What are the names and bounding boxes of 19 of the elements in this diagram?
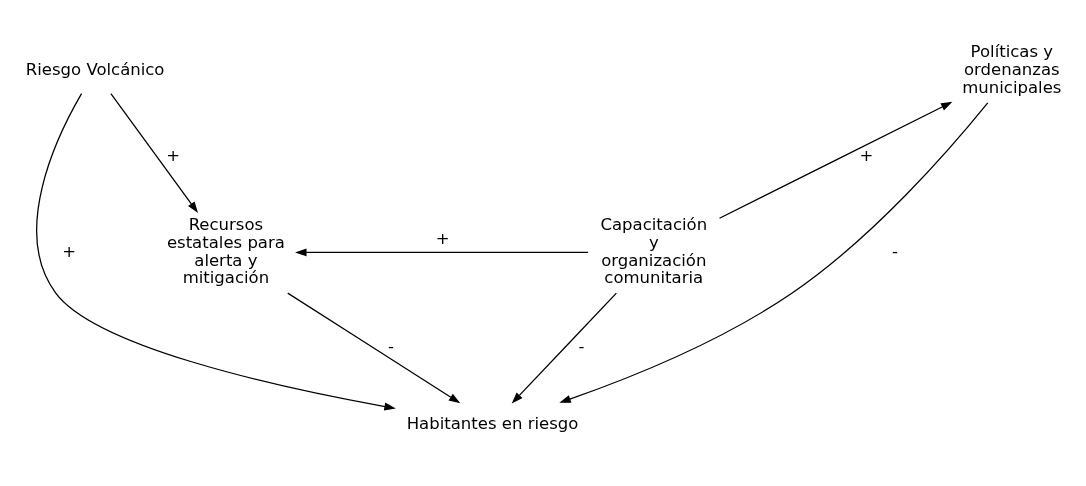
edge-label: + <box>435 228 450 248</box>
edge-label: - <box>578 336 585 356</box>
arrow <box>559 101 989 403</box>
arrow <box>718 101 953 219</box>
edge-label: + <box>62 241 76 261</box>
arrow <box>36 92 396 410</box>
arrow <box>110 92 199 213</box>
node-text: Habitantes en riesgo <box>406 413 579 433</box>
node-text: Recursos estatales para alerta y mitigación <box>166 214 285 287</box>
arrow <box>511 292 617 404</box>
node-text: Capacitación y organización comunitaria <box>600 214 708 287</box>
edge-label: + <box>859 145 874 165</box>
node-text: Políticas y ordenanzas municipales <box>962 41 1062 97</box>
node-text: Riesgo Volcánico <box>25 59 165 79</box>
edge-label: - <box>892 241 899 261</box>
arrow <box>287 292 461 403</box>
arrow <box>295 247 589 256</box>
edge-label: - <box>387 336 394 356</box>
edge-label: + <box>166 145 181 165</box>
